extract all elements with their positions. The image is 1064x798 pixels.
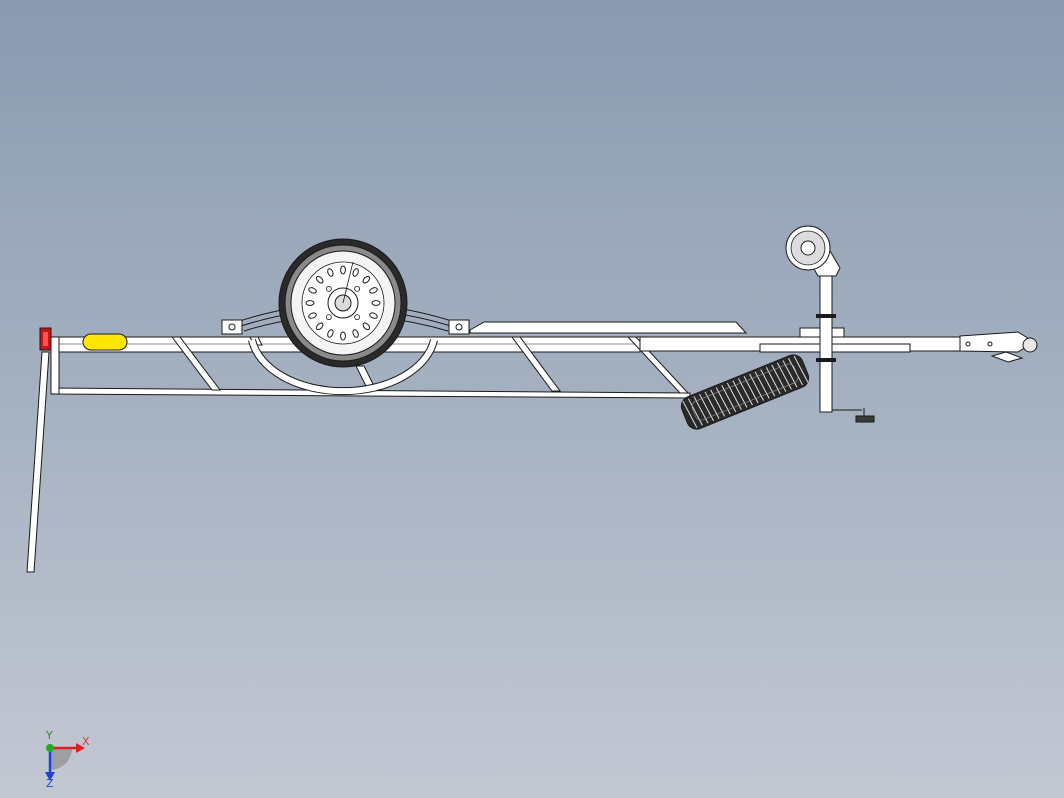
front-bunk-platform[interactable] bbox=[469, 321, 748, 334]
wheel-vent-hole bbox=[340, 331, 346, 341]
wheel-vent-hole bbox=[352, 268, 359, 277]
tail-light[interactable] bbox=[39, 327, 52, 351]
z-axis-label: Z bbox=[46, 777, 54, 788]
lug-nut bbox=[354, 314, 361, 321]
lug-nut bbox=[325, 285, 332, 292]
x-axis-label: X bbox=[82, 735, 90, 748]
tire-tread-groove bbox=[682, 400, 698, 428]
wheel-vent-hole bbox=[340, 265, 346, 275]
wheel-vent-hole bbox=[352, 329, 359, 338]
lug-nut bbox=[325, 314, 332, 321]
spring-hanger-front bbox=[448, 319, 470, 335]
wheel-vent-hole bbox=[315, 275, 324, 284]
coupling-head[interactable] bbox=[959, 331, 1038, 363]
rear-support-leg[interactable] bbox=[26, 351, 50, 573]
wheel-vent-hole bbox=[369, 312, 378, 319]
wheel-vent-hole bbox=[362, 322, 371, 331]
y-axis-label: Y bbox=[45, 730, 53, 742]
triad-shadow bbox=[50, 748, 72, 770]
tire-tread-groove bbox=[788, 358, 803, 386]
axis-triad: X Y Z bbox=[45, 730, 90, 788]
wheel-vent-hole bbox=[308, 287, 317, 294]
wheel-vent-hole bbox=[315, 322, 324, 331]
tire-tread-groove bbox=[793, 355, 809, 383]
wheel-vent-hole bbox=[369, 287, 378, 294]
spring-hanger-rear bbox=[221, 319, 243, 335]
wheel-vent-hole bbox=[362, 275, 371, 284]
x-axis-arrowhead bbox=[76, 743, 85, 753]
jockey-wheel-assembly[interactable] bbox=[785, 225, 875, 423]
lug-nut bbox=[354, 285, 361, 292]
wheel-vent-hole bbox=[305, 300, 315, 306]
mudguard[interactable] bbox=[248, 339, 438, 396]
side-reflector bbox=[82, 333, 128, 351]
rear-frame-post bbox=[50, 336, 60, 395]
y-axis-dot bbox=[46, 744, 54, 752]
wheel-vent-hole bbox=[308, 312, 317, 319]
wheel-vent-hole bbox=[327, 268, 334, 277]
wheel-vent-hole bbox=[371, 300, 381, 306]
z-axis-arrowhead bbox=[45, 772, 55, 781]
spare-wheel[interactable] bbox=[678, 352, 811, 432]
tire-tread-groove bbox=[687, 398, 703, 426]
main-wheel[interactable] bbox=[278, 238, 408, 368]
wheel-vent-hole bbox=[327, 329, 334, 338]
